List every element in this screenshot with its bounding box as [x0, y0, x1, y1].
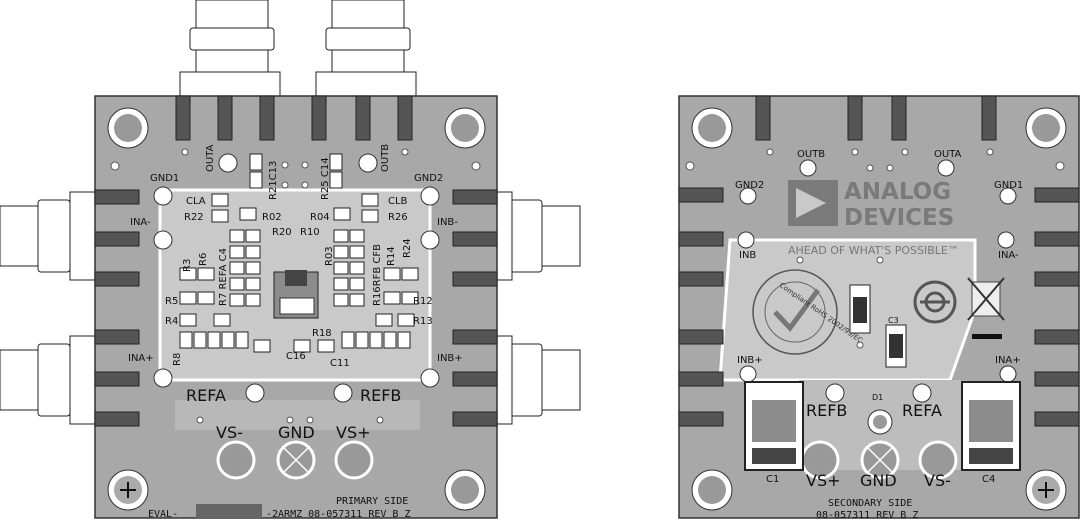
label-r7refa: R7 REFA C4	[218, 248, 229, 306]
label-gnd1-2: GND1	[994, 180, 1023, 191]
label-c16: C16	[286, 351, 306, 362]
label-r25c14: R25 C14	[320, 157, 331, 200]
label-refb: REFB	[360, 386, 401, 405]
label-outa-2: OUTA	[934, 149, 962, 160]
label-r24: R24	[402, 238, 413, 258]
label-inb-plus-2: INB+	[737, 355, 763, 366]
sma-connector-inb-minus	[483, 191, 581, 281]
recycle-icon	[913, 280, 957, 324]
label-gnd-2: GND	[860, 471, 897, 490]
sma-connector-outb	[315, 0, 417, 99]
label-part-right: -2ARMZ 08-057311 REV B Z	[266, 509, 411, 520]
capacitor-c1	[744, 381, 804, 471]
sma-connector-ina-minus	[0, 191, 99, 281]
label-vs-minus-2: VS-	[924, 471, 951, 490]
label-r10: R10	[300, 227, 320, 238]
label-outa: OUTA	[205, 144, 216, 172]
sma-connector-ina-plus	[0, 335, 99, 425]
capacitor-c4	[961, 381, 1021, 471]
label-c11: C11	[330, 358, 350, 369]
label-refa-2: REFA	[902, 401, 942, 420]
sma-connector-inb-plus	[483, 335, 581, 425]
label-r22: R22	[184, 212, 204, 223]
label-secondary-side: SECONDARY SIDE	[828, 498, 912, 509]
logo-line2: DEVICES	[844, 205, 954, 231]
label-d1: D1	[872, 393, 883, 402]
label-r18: R18	[312, 328, 332, 339]
label-r02: R02	[262, 212, 282, 223]
label-r04: R04	[310, 212, 330, 223]
label-vs-plus-2: VS+	[806, 471, 841, 490]
label-vs-plus: VS+	[336, 423, 371, 442]
weee-bin-icon	[967, 277, 1005, 339]
secondary-board: ANALOG DEVICES AHEAD OF WHAT'S POSSIBLE™…	[678, 95, 1080, 521]
label-c1: C1	[766, 474, 779, 485]
label-vs-minus: VS-	[216, 423, 243, 442]
label-outb: OUTB	[380, 144, 391, 172]
label-gnd2: GND2	[414, 173, 443, 184]
label-r13: R13	[413, 316, 433, 327]
logo-line1: ANALOG	[844, 179, 951, 205]
label-gnd: GND	[278, 423, 315, 442]
analog-devices-logo: ANALOG DEVICES AHEAD OF WHAT'S POSSIBLE™	[788, 179, 959, 257]
label-r14: R14	[386, 246, 397, 266]
label-gnd2-2: GND2	[735, 180, 764, 191]
label-ina-minus-2: INA-	[998, 250, 1019, 261]
label-cla: CLA	[186, 196, 206, 207]
label-inb-minus: INB-	[437, 217, 458, 228]
label-secondary-part: 08-057311 REV B Z	[816, 510, 918, 521]
label-r16rfb: R16RFB CFB	[372, 244, 383, 306]
label-primary-side: PRIMARY SIDE	[336, 496, 408, 507]
label-outb-2: OUTB	[797, 149, 825, 160]
primary-board: GND1 GND2 INA- INB- INA+ INB+ CLA CLB R2…	[0, 0, 581, 520]
label-inb-2: INB	[739, 250, 756, 261]
label-c3: C3	[888, 316, 899, 325]
label-refa: REFA	[186, 386, 226, 405]
label-part-left: EVAL-	[148, 509, 178, 520]
label-r4: R4	[165, 316, 178, 327]
label-inb-plus: INB+	[437, 353, 463, 364]
label-ina-plus: INA+	[128, 353, 154, 364]
part-number-redaction	[196, 504, 262, 518]
label-refb-2: REFB	[806, 401, 847, 420]
label-r20: R20	[272, 227, 292, 238]
sma-connector-outa	[179, 0, 281, 99]
label-clb: CLB	[388, 196, 408, 207]
label-r12: R12	[413, 296, 433, 307]
label-r8: R8	[172, 353, 183, 366]
label-gnd1: GND1	[150, 173, 179, 184]
label-r26: R26	[388, 212, 408, 223]
label-r6: R6	[198, 253, 209, 266]
label-ina-minus: INA-	[130, 217, 151, 228]
label-c4: C4	[982, 474, 995, 485]
label-r21c13: R21C13	[268, 161, 279, 200]
label-r5: R5	[165, 296, 178, 307]
label-r03: R03	[324, 246, 335, 266]
label-r3: R3	[182, 259, 193, 272]
label-ina-plus-2: INA+	[995, 355, 1021, 366]
logo-tagline: AHEAD OF WHAT'S POSSIBLE™	[788, 244, 959, 257]
